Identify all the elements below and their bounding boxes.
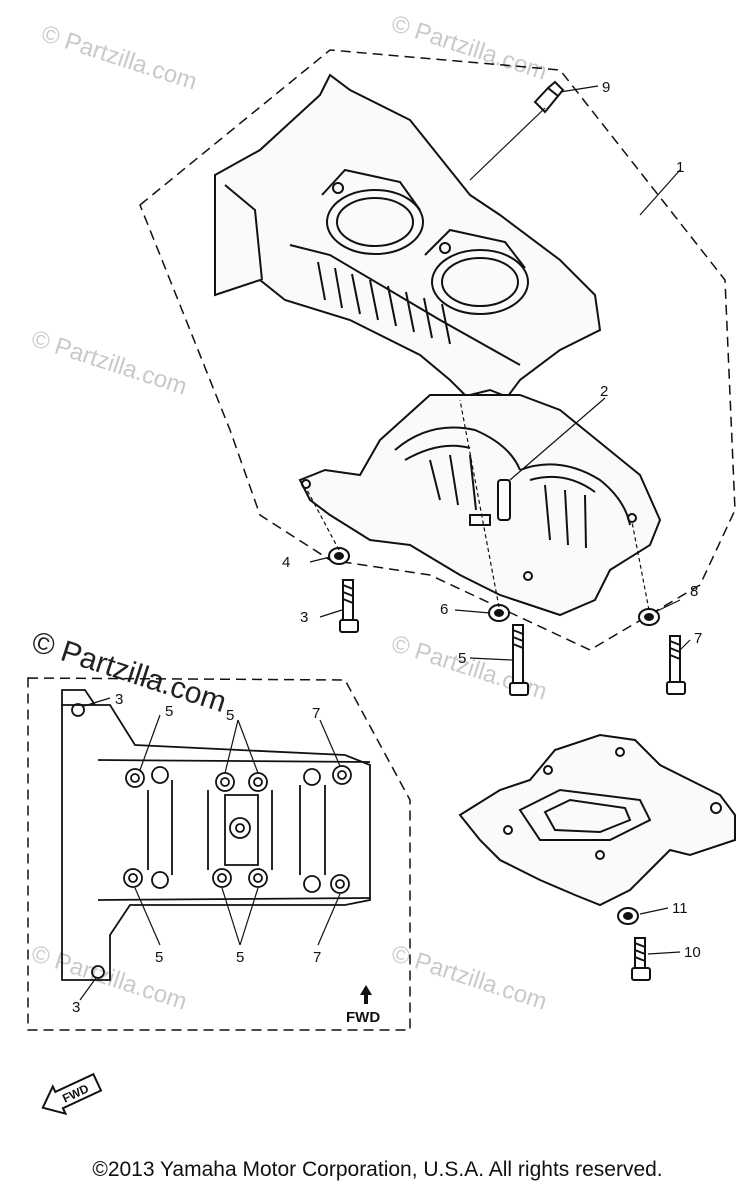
inset-fwd-label: FWD <box>346 1009 380 1026</box>
callout-5: 5 <box>458 650 466 667</box>
bolt-7 <box>666 635 686 695</box>
upper-crankcase <box>214 73 602 407</box>
fitting-part-9 <box>533 80 565 114</box>
callout-3: 3 <box>300 609 308 626</box>
inset-plan-view <box>61 689 371 981</box>
watermark: © Partzilla.com <box>28 325 190 401</box>
dowel-pin <box>497 479 511 521</box>
callout-2: 2 <box>600 383 608 400</box>
inset-callout-5: 5 <box>236 949 244 966</box>
callout-11: 11 <box>672 900 688 917</box>
callout-7: 7 <box>694 630 702 647</box>
watermark-dark: © Partzilla.com <box>28 625 230 719</box>
engine-bracket <box>458 733 736 907</box>
inset-callout-3-bottom: 3 <box>72 999 80 1016</box>
leader-lines <box>305 85 691 661</box>
bolt-3 <box>339 579 359 633</box>
lower-crankcase <box>298 394 662 617</box>
callout-4: 4 <box>282 554 290 571</box>
inset-callouts: 3 5 5 7 5 5 7 3 <box>72 691 321 1016</box>
copyright-notice: ©2013 Yamaha Motor Corporation, U.S.A. A… <box>92 1158 663 1181</box>
inset-callout-7: 7 <box>313 949 321 966</box>
fasteners <box>328 547 686 696</box>
fwd-badge: FWD <box>41 1072 103 1116</box>
callout-1: 1 <box>676 159 684 176</box>
inset-callout-5: 5 <box>165 703 173 720</box>
callout-6: 6 <box>440 601 448 618</box>
bolt-10 <box>631 937 651 981</box>
callout-8: 8 <box>690 583 698 600</box>
callouts: 9 1 2 4 3 6 5 8 7 11 10 <box>282 79 702 961</box>
watermark: © Partzilla.com <box>38 20 200 96</box>
bracket-leaders <box>639 907 681 955</box>
up-arrow-icon <box>360 985 372 1004</box>
bracket-fasteners <box>617 907 651 981</box>
inset-callout-5: 5 <box>226 707 234 724</box>
callout-10: 10 <box>684 944 701 961</box>
watermark: © Partzilla.com <box>388 10 550 86</box>
bolt-5 <box>509 624 529 696</box>
inset-callout-3-top: 3 <box>115 691 123 708</box>
inset-callout-5: 5 <box>155 949 163 966</box>
inset-boundary <box>27 677 411 1031</box>
fwd-arrow-icon <box>41 1072 103 1116</box>
inset-callout-7: 7 <box>312 705 320 722</box>
watermark: © Partzilla.com <box>388 940 550 1016</box>
callout-9: 9 <box>602 79 610 96</box>
inset-leaders <box>79 697 341 1001</box>
inset-fwd-indicator: FWD <box>346 985 380 1026</box>
